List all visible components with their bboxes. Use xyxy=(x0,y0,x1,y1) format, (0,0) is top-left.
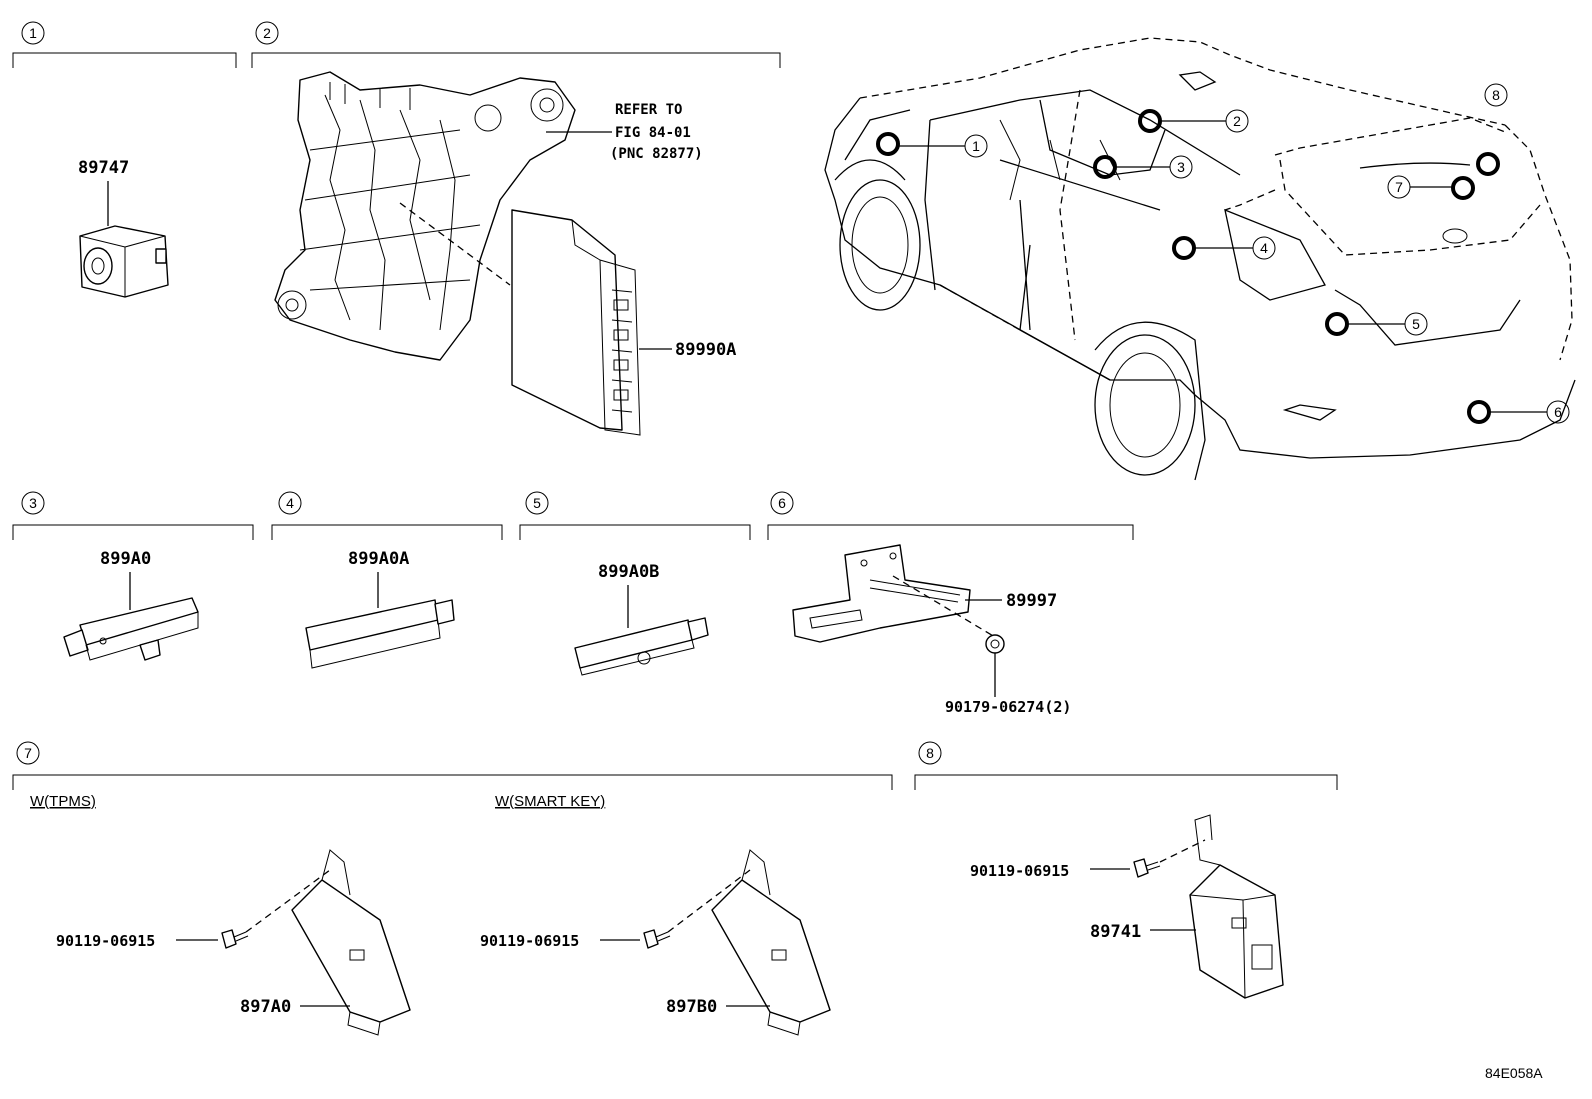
part-number-897B0: 897B0 xyxy=(666,997,717,1017)
part-number-90179-06274: 90179-06274(2) xyxy=(945,698,1071,716)
part-899A0-drawing xyxy=(63,597,199,661)
part-number-89747: 89747 xyxy=(78,158,129,178)
part-897B0-drawing xyxy=(711,849,831,1036)
part-89997-drawing xyxy=(792,544,971,643)
part-number-90119-06915-tpms: 90119-06915 xyxy=(56,932,155,950)
vehicle-callout-6: 6 xyxy=(1554,404,1562,420)
section-4-content: 899A0A xyxy=(305,549,455,669)
vehicle-callout-7: 7 xyxy=(1395,179,1403,195)
section-8-header: 8 xyxy=(914,741,1338,790)
section-5-header: 5 xyxy=(519,491,751,540)
vehicle-callout-8: 8 xyxy=(1492,87,1500,103)
refer-note-line-3: (PNC 82877) xyxy=(610,146,703,162)
section-1-number: 1 xyxy=(29,25,37,41)
location-ring-3 xyxy=(1093,155,1117,179)
bolt-s8-drawing xyxy=(1133,858,1161,878)
section-4-number: 4 xyxy=(286,495,294,511)
vehicle-callout-1: 1 xyxy=(972,138,980,154)
part-number-89990A: 89990A xyxy=(675,340,736,360)
bolt-tpms-drawing xyxy=(221,929,249,949)
part-89741-drawing xyxy=(1189,814,1284,999)
section-8-number: 8 xyxy=(926,745,934,761)
part-number-897A0: 897A0 xyxy=(240,997,291,1017)
mounting-bracket-drawing xyxy=(274,71,576,361)
location-ring-1 xyxy=(876,132,900,156)
part-899A0B-drawing xyxy=(574,617,709,676)
location-ring-6 xyxy=(1467,400,1491,424)
section-3-content: 899A0 xyxy=(63,549,199,661)
vehicle-callout-2: 2 xyxy=(1233,113,1241,129)
section-6-header: 6 xyxy=(767,491,1134,540)
section-3-header: 3 xyxy=(12,491,254,540)
part-number-899A0B: 899A0B xyxy=(598,562,659,582)
part-897A0-drawing xyxy=(291,849,411,1036)
section-4-header: 4 xyxy=(271,491,503,540)
section-1-header: 1 xyxy=(12,21,237,68)
condition-w-smart-key: W(SMART KEY) xyxy=(495,793,605,810)
section-1-content: 89747 xyxy=(78,158,169,298)
bolt-smart-drawing xyxy=(643,929,671,949)
section-5-content: 899A0B xyxy=(574,562,709,676)
section-2-number: 2 xyxy=(263,25,271,41)
part-90179-06274-drawing xyxy=(985,634,1005,654)
section-7-header: 7 xyxy=(12,741,893,790)
section-3-number: 3 xyxy=(29,495,37,511)
section-2-header: 2 xyxy=(251,21,781,68)
section-2-content: 89990A REFER TO FIG 84-01 (PNC 82877) xyxy=(274,71,736,436)
section-5-number: 5 xyxy=(533,495,541,511)
section-6-number: 6 xyxy=(778,495,786,511)
section-8-content: 90119-06915 89741 xyxy=(970,814,1284,999)
part-number-89997: 89997 xyxy=(1006,591,1057,611)
vehicle-callout-5: 5 xyxy=(1412,316,1420,332)
part-number-899A0: 899A0 xyxy=(100,549,151,569)
vehicle-callouts: 1 2 3 4 5 6 7 8 xyxy=(898,83,1570,424)
vehicle-illustration xyxy=(824,37,1576,481)
vehicle-callout-3: 3 xyxy=(1177,159,1185,175)
part-89990A-drawing xyxy=(511,209,641,436)
location-ring-8 xyxy=(1476,152,1500,176)
section-7-content: W(TPMS) W(SMART KEY) 90119-06915 897A0 9… xyxy=(30,793,831,1036)
part-number-89741: 89741 xyxy=(1090,922,1141,942)
location-ring-5 xyxy=(1325,312,1349,336)
figure-code: 84E058A xyxy=(1485,1065,1543,1081)
refer-note-line-1: REFER TO xyxy=(615,102,682,118)
location-ring-4 xyxy=(1172,236,1196,260)
vehicle-callout-4: 4 xyxy=(1260,240,1268,256)
part-number-899A0A: 899A0A xyxy=(348,549,409,569)
part-number-90119-06915-smart: 90119-06915 xyxy=(480,932,579,950)
location-ring-7 xyxy=(1451,176,1475,200)
location-ring-2 xyxy=(1138,109,1162,133)
part-89747-drawing xyxy=(79,225,169,298)
refer-note-line-2: FIG 84-01 xyxy=(615,125,691,141)
part-899A0A-drawing xyxy=(305,599,455,669)
condition-w-tpms: W(TPMS) xyxy=(30,793,96,810)
section-6-content: 89997 90179-06274(2) xyxy=(792,544,1071,716)
part-number-90119-06915-s8: 90119-06915 xyxy=(970,862,1069,880)
section-7-number: 7 xyxy=(24,745,32,761)
